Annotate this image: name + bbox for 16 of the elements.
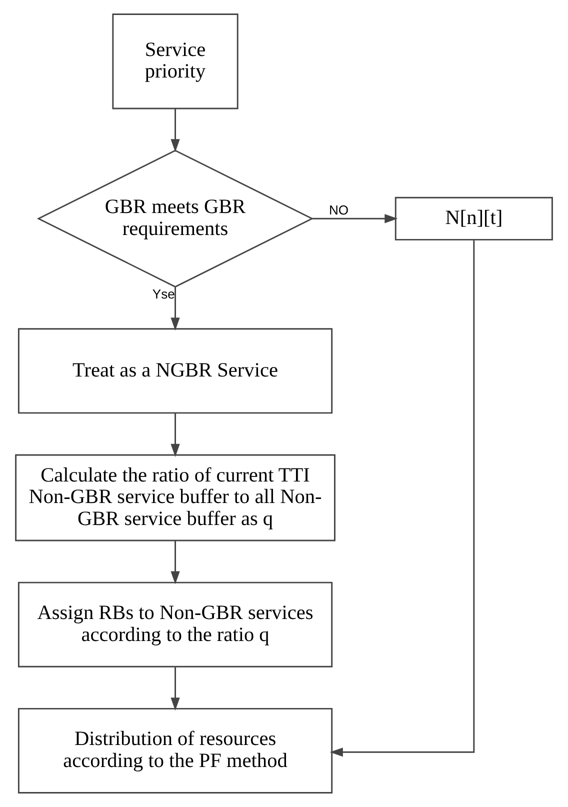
edge-label: Yse — [152, 286, 175, 302]
arrow — [170, 667, 180, 711]
arrow — [170, 413, 180, 457]
arrow — [312, 214, 398, 224]
node-box: Calculate the ratio of current TTI Non-GBR service buffer to all Non-GBR service buffer as q — [15, 454, 336, 542]
node-box: N[n][t] — [394, 196, 553, 240]
edge-label: NO — [328, 202, 348, 218]
arrow — [170, 287, 180, 331]
node-box: Distribution of resources according to the PF method — [18, 708, 333, 794]
arrow — [330, 240, 475, 757]
node-box: Service priority — [112, 14, 238, 110]
arrow — [170, 108, 180, 152]
node-box: Assign RBs to Non-GBR services according to the ratio q — [18, 582, 333, 668]
node-diamond: GBR meets GBR requirements — [36, 150, 314, 288]
node-box: Treat as a NGBR Service — [18, 328, 333, 414]
arrow — [170, 540, 180, 584]
